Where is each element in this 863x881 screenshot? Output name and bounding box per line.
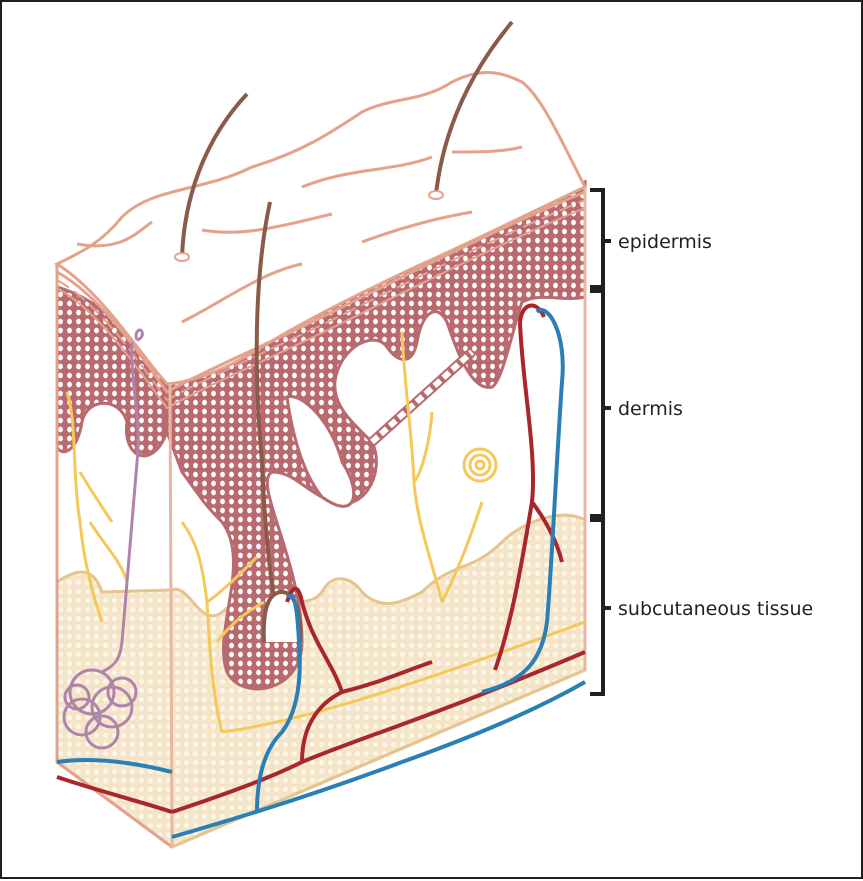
epidermis-label: epidermis (618, 231, 712, 253)
layer-brackets (590, 190, 611, 694)
subcutaneous-tissue-label: subcutaneous tissue (618, 598, 813, 620)
dermis-bracket (590, 291, 611, 516)
dermis-label: dermis (618, 398, 683, 420)
epidermis-bracket (590, 190, 611, 287)
subcutaneous-layer (57, 515, 585, 847)
subcutaneous-bracket (590, 520, 611, 694)
